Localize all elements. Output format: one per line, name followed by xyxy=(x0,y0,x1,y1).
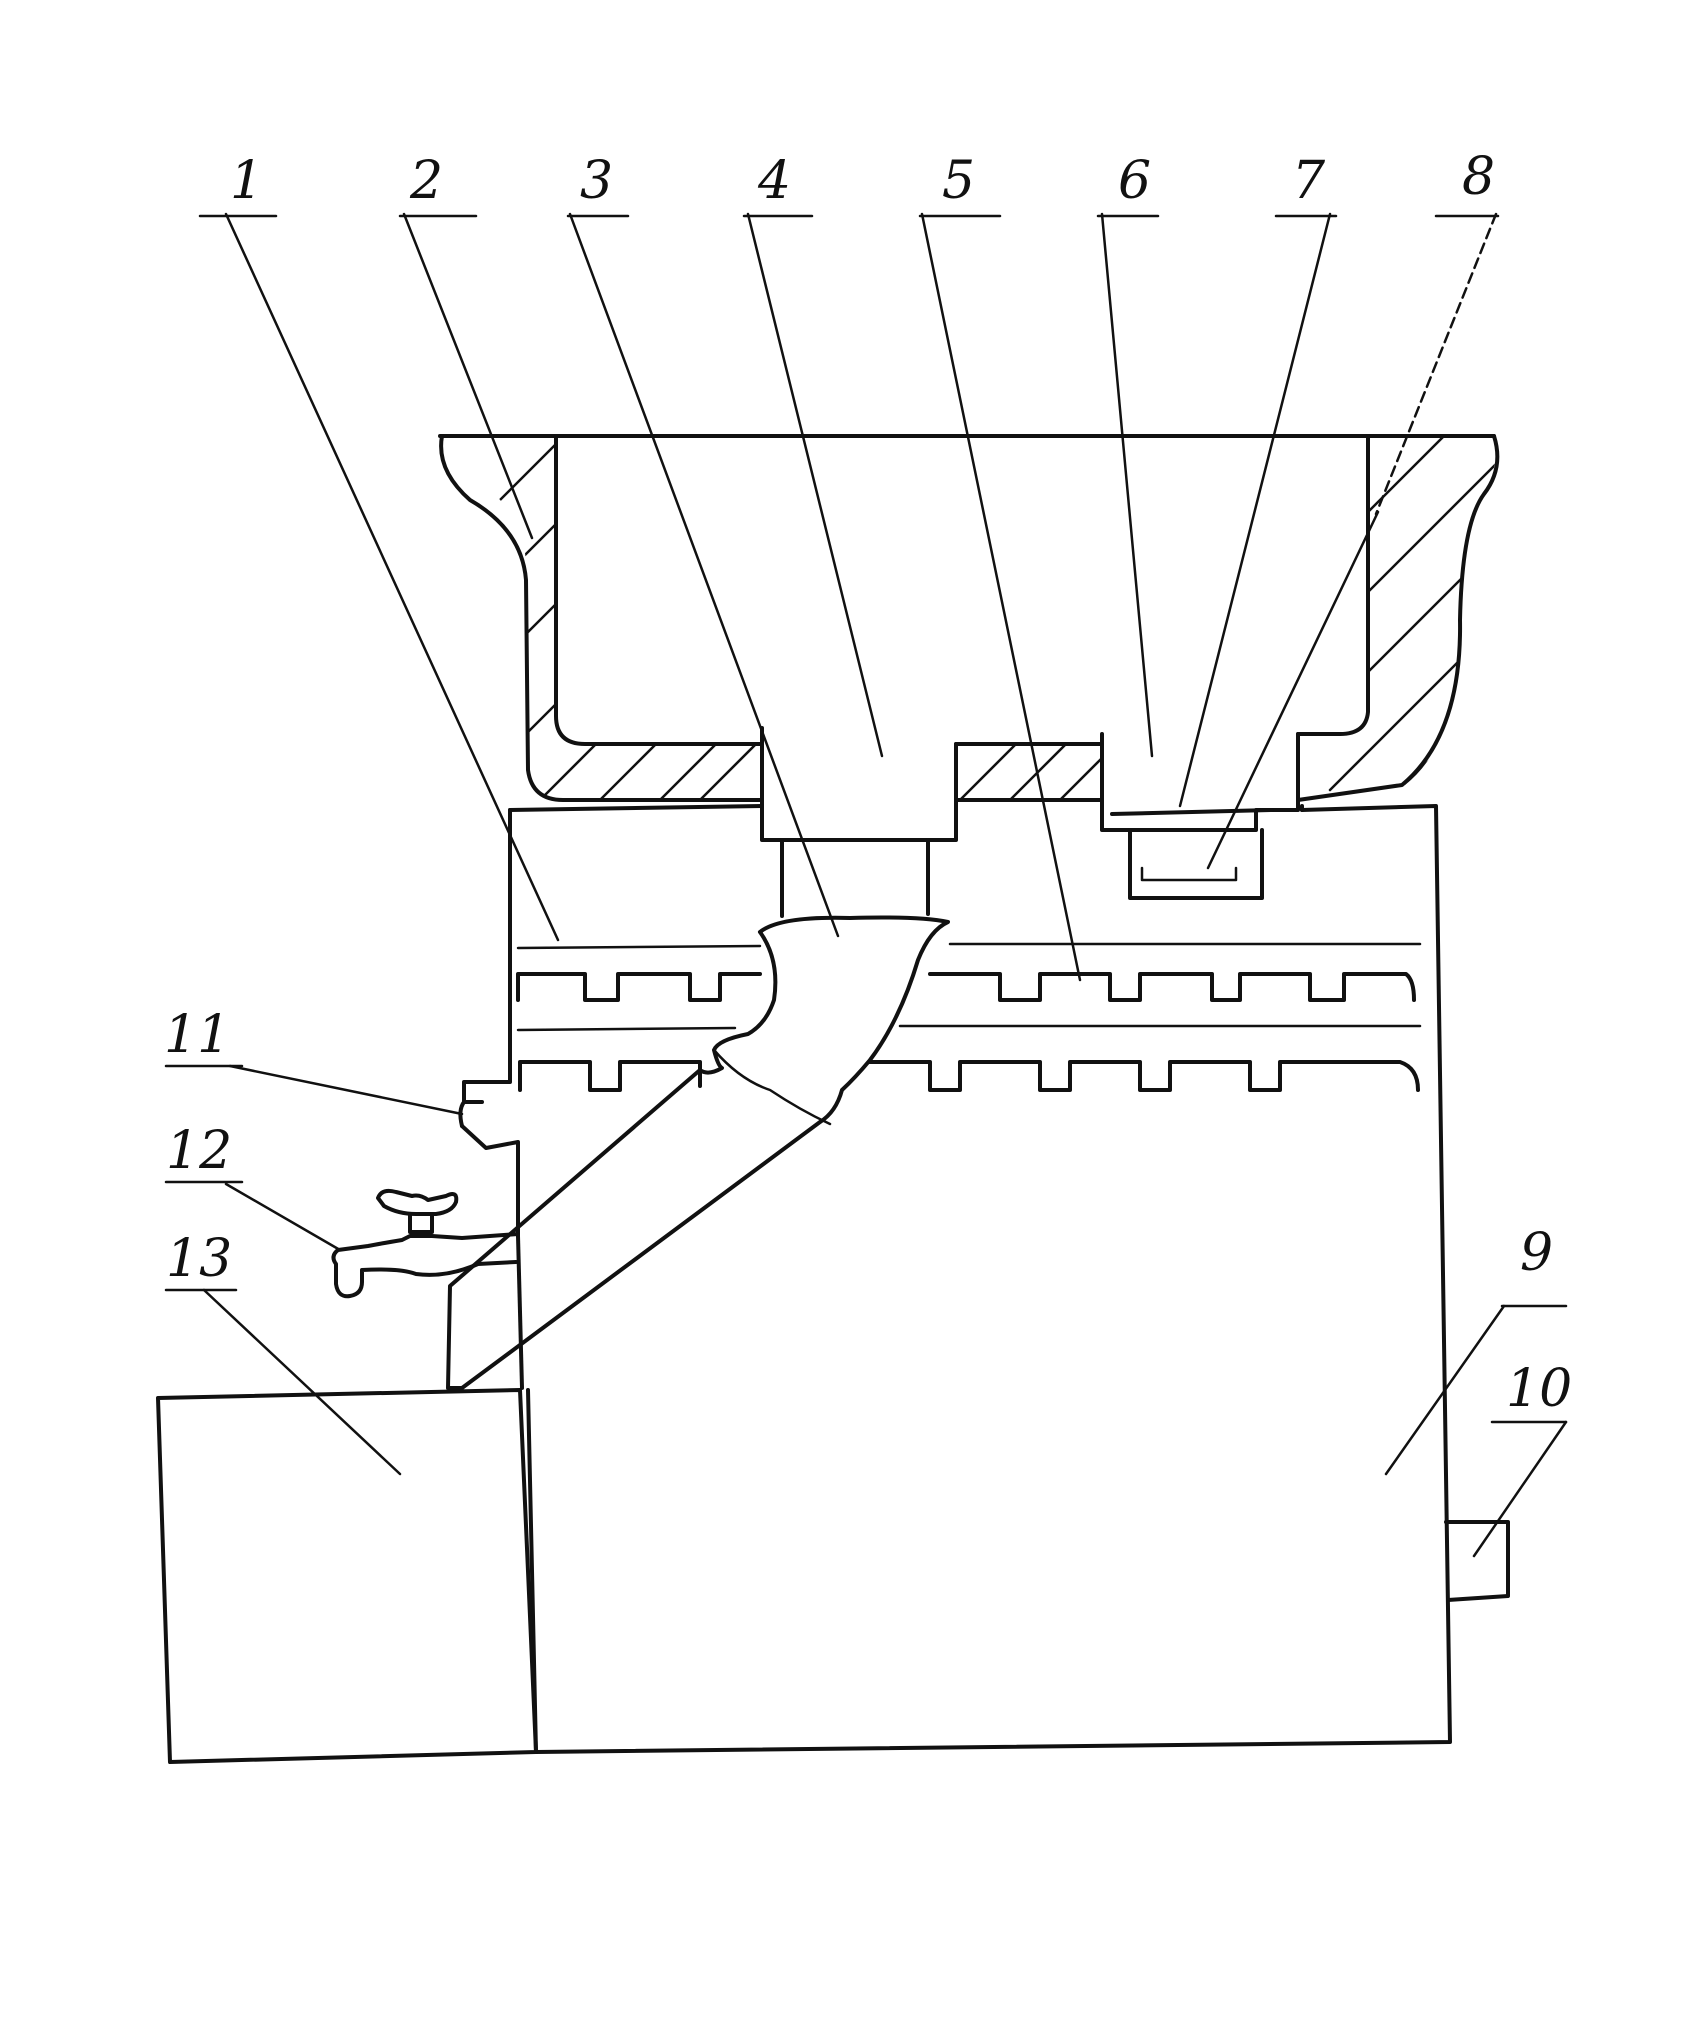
faucet-body xyxy=(331,1232,520,1299)
pipe-left-edge xyxy=(446,930,778,1390)
leader-3 xyxy=(568,212,840,938)
inclined-pipe xyxy=(446,915,950,1390)
label-2: 2 xyxy=(409,151,443,211)
leader-9 xyxy=(1384,1304,1506,1476)
overflow-cup xyxy=(1100,732,1300,900)
leader-lines xyxy=(164,212,1568,1558)
overflow-plate-upper xyxy=(1110,808,1274,816)
basin-bottom-plate xyxy=(954,742,1104,802)
housing-outline xyxy=(534,804,1452,1754)
pipe-elbow-joint xyxy=(712,1048,832,1126)
label-13: 13 xyxy=(166,1229,232,1289)
label-4: 4 xyxy=(757,151,791,211)
pipe-right-edge xyxy=(460,915,950,1390)
label-11: 11 xyxy=(164,1005,230,1065)
label-3: 3 xyxy=(580,151,613,211)
drain-outlet xyxy=(760,726,958,918)
basin-outer-left xyxy=(439,434,764,802)
leader-8b xyxy=(1206,510,1380,870)
label-9: 9 xyxy=(1520,1223,1553,1283)
basin xyxy=(438,434,1500,802)
leader-13 xyxy=(202,1288,402,1476)
leader-1 xyxy=(224,212,560,942)
filter-layers xyxy=(516,942,1422,1092)
label-8: 8 xyxy=(1462,147,1495,207)
faucet-stem xyxy=(408,1212,434,1234)
leader-12 xyxy=(224,1182,342,1252)
leader-11 xyxy=(228,1064,464,1116)
leader-2 xyxy=(402,212,534,540)
part-labels: 1 2 3 4 5 6 7 8 9 10 11 12 13 xyxy=(164,147,1572,1419)
leader-6 xyxy=(1100,212,1154,758)
collection-box xyxy=(156,1388,538,1764)
leader-4 xyxy=(746,212,884,758)
housing-left-step xyxy=(460,1124,520,1238)
housing-left-lower xyxy=(516,1234,524,1390)
outlet-stub xyxy=(1444,1520,1510,1602)
leader-10 xyxy=(1472,1420,1568,1558)
leader-7 xyxy=(1178,212,1332,808)
label-1: 1 xyxy=(230,151,263,211)
label-6: 6 xyxy=(1118,151,1151,211)
label-12: 12 xyxy=(166,1121,232,1181)
label-10: 10 xyxy=(1506,1359,1572,1419)
overflow-plate-lower xyxy=(1140,866,1238,882)
overflow-spout xyxy=(458,1100,484,1128)
leader-5 xyxy=(920,212,1082,982)
main-housing xyxy=(460,804,1452,1754)
faucet-handle xyxy=(376,1188,459,1216)
basin-inner-left xyxy=(554,434,764,746)
faucet xyxy=(331,1188,520,1299)
label-7: 7 xyxy=(1292,151,1326,211)
basin-inner-right xyxy=(1296,434,1370,736)
basin-outer-right xyxy=(1296,434,1500,802)
basin-hatching-right xyxy=(1328,436,1496,800)
housing-left-upper xyxy=(462,808,512,1104)
label-5: 5 xyxy=(942,151,975,211)
leader-8 xyxy=(1374,212,1498,516)
